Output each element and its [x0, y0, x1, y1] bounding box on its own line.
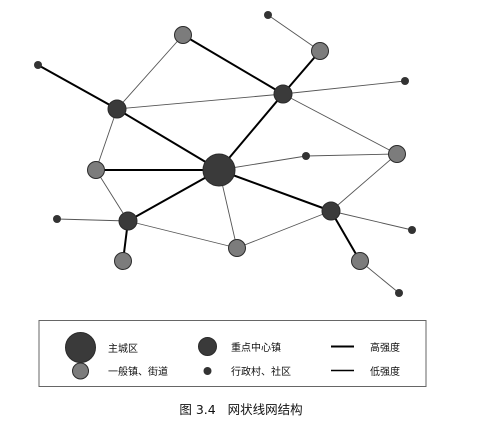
village-node-v-e — [408, 226, 416, 234]
high-strength-link-k-nw-main — [116, 108, 220, 171]
high-strength-link-k-ne-main — [218, 93, 284, 171]
village-node-v-c — [302, 152, 310, 160]
village-node-v-w — [53, 215, 61, 223]
low-strength-link-g-w-k-w — [95, 169, 129, 222]
low-strength-link-v-n-g-ne — [267, 14, 321, 52]
network-nodes — [34, 11, 416, 297]
village-node-v-ne — [401, 77, 409, 85]
key-town-node-k-nw — [107, 99, 127, 119]
village-node-v-n — [264, 11, 272, 19]
legend-village-label: 行政村、社区 — [231, 365, 291, 378]
low-strength-link-k-nw-k-ne — [116, 93, 284, 110]
low-strength-link-k-w-g-s — [127, 220, 238, 249]
legend-low-strength-label: 低强度 — [370, 365, 400, 378]
general-town-node-g-s — [228, 239, 246, 257]
legend-border — [38, 320, 427, 387]
general-town-node-g-se — [351, 252, 369, 270]
legend-village-symbol — [203, 367, 212, 375]
low-strength-link-k-nw-g-w — [95, 108, 118, 171]
village-node-v-se — [395, 289, 403, 297]
main-city-node-main — [202, 153, 236, 187]
low-strength-link-g-e-k-e — [330, 153, 398, 212]
key-town-node-k-ne — [273, 84, 293, 104]
legend-general-town-label: 一般镇、街道 — [108, 365, 168, 378]
low-strength-link-v-w-k-w — [56, 218, 129, 222]
legend-main-city-label: 主城区 — [108, 343, 138, 355]
high-strength-link-k-e-g-se — [330, 210, 361, 262]
general-town-node-g-e — [388, 145, 406, 163]
low-strength-link-g-n-k-nw — [116, 34, 184, 110]
low-strength-link-v-c-g-e — [305, 153, 398, 157]
key-town-node-k-w — [118, 211, 138, 231]
high-strength-link-g-n-k-ne — [182, 34, 284, 95]
legend-box: 主城区 重点中心镇 高强度 一般镇、街道 行政村、社区 低强度 — [38, 320, 427, 387]
figure-caption: 图 3.4 网状线网结构 — [179, 402, 302, 417]
low-strength-link-k-e-v-e — [330, 210, 413, 231]
general-town-node-g-ne — [311, 42, 329, 60]
general-town-node-g-sw — [114, 252, 132, 270]
legend-general-town-symbol — [72, 362, 89, 380]
low-strength-link-k-ne-g-e — [282, 93, 398, 155]
key-town-node-k-e — [321, 201, 341, 221]
general-town-node-g-w — [87, 161, 105, 179]
high-strength-link-v-nw-k-nw — [37, 64, 118, 110]
high-strength-link-main-k-e — [218, 169, 332, 212]
legend-high-strength-label: 高强度 — [370, 341, 400, 354]
general-town-node-g-n — [174, 26, 192, 44]
legend-main-city-symbol — [65, 332, 96, 363]
village-node-v-nw — [34, 61, 42, 69]
high-strength-link-main-k-w — [127, 169, 220, 222]
low-strength-link-g-s-k-e — [236, 210, 332, 249]
network-edges — [37, 14, 413, 294]
legend-key-town-symbol — [198, 337, 217, 356]
low-strength-link-k-ne-v-ne — [282, 80, 406, 95]
legend-key-town-label: 重点中心镇 — [231, 341, 281, 354]
